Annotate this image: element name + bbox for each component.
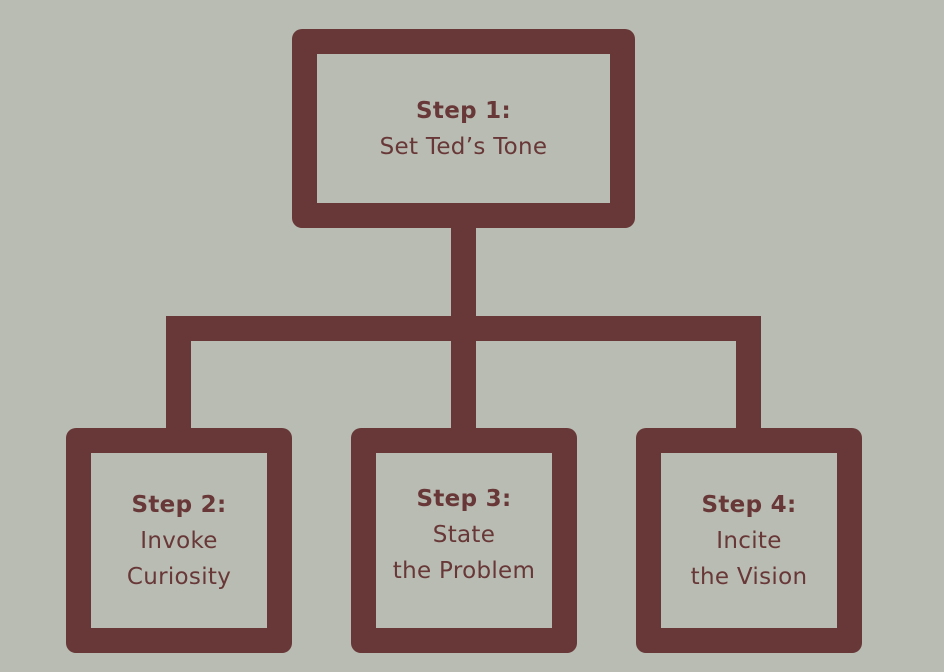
step-4-box: Step 4: Incite the Vision (636, 428, 862, 653)
step-3-label-line-1: State (432, 521, 496, 548)
step-1-text: Step 1: Set Ted’s Tone (380, 93, 548, 165)
connector-left-drop (166, 316, 191, 430)
step-3-label-line-2: the Problem (392, 557, 536, 584)
step-2-title: Step 2: (131, 491, 227, 518)
step-2-box: Step 2: Invoke Curiosity (66, 428, 292, 653)
connector-root-trunk (451, 226, 476, 318)
step-3-box: Step 3: State the Problem (351, 428, 577, 653)
step-1-label: Set Ted’s Tone (379, 133, 548, 160)
step-2-label-line-2: Curiosity (126, 563, 232, 590)
connector-center-drop (451, 316, 476, 430)
step-4-label-line-2: the Vision (690, 563, 808, 590)
step-2-text: Step 2: Invoke Curiosity (127, 487, 231, 595)
step-1-box: Step 1: Set Ted’s Tone (292, 29, 635, 228)
step-1-title: Step 1: (416, 97, 511, 124)
connector-right-drop (736, 316, 761, 430)
step-4-label-line-1: Incite (716, 527, 782, 554)
step-3-title: Step 3: (416, 485, 512, 512)
step-3-text: Step 3: State the Problem (393, 481, 535, 589)
step-4-title: Step 4: (701, 491, 797, 518)
step-2-label-line-1: Invoke (140, 527, 218, 554)
step-4-text: Step 4: Incite the Vision (691, 487, 808, 595)
